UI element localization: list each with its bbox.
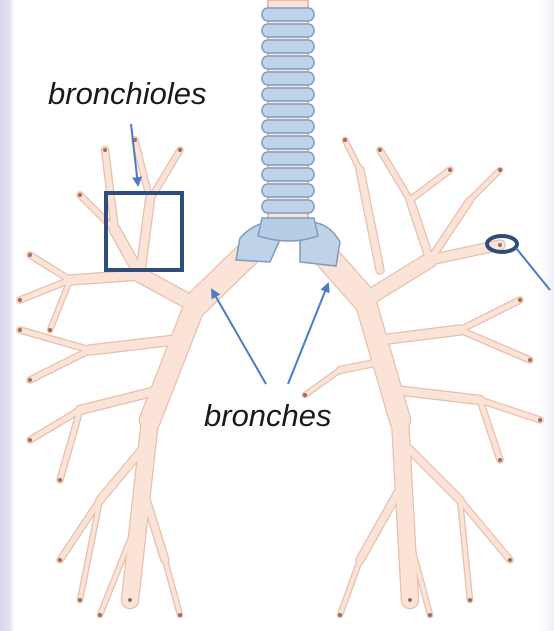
airway-branch bbox=[165, 560, 180, 615]
airway-branch bbox=[460, 330, 530, 360]
cartilage-ring bbox=[262, 136, 314, 149]
airway-branch bbox=[345, 140, 360, 170]
cartilage-ring bbox=[262, 120, 314, 133]
bronchiole-tip bbox=[428, 613, 432, 617]
cartilage-ring bbox=[262, 184, 314, 197]
airway-branch bbox=[410, 200, 430, 260]
carina-cartilage bbox=[258, 218, 318, 241]
airway-branch bbox=[410, 170, 450, 200]
airway-branch bbox=[360, 170, 380, 270]
bronchiole-tip bbox=[498, 168, 502, 172]
bronchiole-tip bbox=[28, 438, 32, 442]
airway-branch bbox=[70, 275, 140, 280]
bronchiole-tip bbox=[408, 598, 412, 602]
bronchiole-tip bbox=[103, 148, 107, 152]
airway-branch bbox=[90, 340, 175, 350]
bronches-arrow-left bbox=[212, 290, 266, 384]
bronches-label: bronches bbox=[204, 398, 332, 434]
bronchiole-tip bbox=[58, 558, 62, 562]
airway-branch bbox=[395, 390, 480, 400]
bronchiole-tip bbox=[498, 458, 502, 462]
bronchiole-tip bbox=[178, 148, 182, 152]
cartilage-ring bbox=[262, 72, 314, 85]
cartilage-ring bbox=[262, 200, 314, 213]
airway-branch bbox=[20, 330, 90, 350]
cartilage-ring bbox=[262, 88, 314, 101]
airway-branch bbox=[140, 275, 195, 305]
bronchiole-tip bbox=[468, 598, 472, 602]
airway-branch bbox=[380, 330, 460, 340]
bronchiole-tip bbox=[78, 193, 82, 197]
airway-branch bbox=[30, 255, 70, 280]
airway-branch bbox=[340, 560, 360, 615]
airway-branch bbox=[30, 350, 90, 380]
cartilage-ring bbox=[262, 8, 314, 21]
bronchiole-tip bbox=[58, 478, 62, 482]
bronchiole-tip bbox=[178, 613, 182, 617]
bronchioles-label: bronchioles bbox=[48, 76, 207, 112]
bronchiole-tip bbox=[538, 418, 542, 422]
cartilage-ring bbox=[262, 168, 314, 181]
bronchiole-tip bbox=[18, 328, 22, 332]
bronchiole-tip bbox=[28, 253, 32, 257]
bronches-arrow-right bbox=[288, 284, 328, 384]
bronchiole-tip bbox=[18, 298, 22, 302]
bronchiole-tip bbox=[78, 598, 82, 602]
bronchiole-tip bbox=[378, 148, 382, 152]
bronchiole-tip bbox=[28, 378, 32, 382]
bronchiole-tip bbox=[343, 138, 347, 142]
cartilage-ring bbox=[262, 56, 314, 69]
bronchiole-tip bbox=[448, 168, 452, 172]
bronchiole-tip bbox=[48, 328, 52, 332]
airway-branch bbox=[460, 300, 520, 330]
airway-branch bbox=[140, 200, 150, 275]
bronchiole-tip bbox=[508, 558, 512, 562]
ring-pointer-line bbox=[516, 248, 550, 290]
cartilage-ring bbox=[262, 24, 314, 37]
cartilage-ring bbox=[262, 104, 314, 117]
airway-branch bbox=[150, 305, 195, 420]
trachea bbox=[236, 0, 340, 266]
bronchiole-tip bbox=[338, 613, 342, 617]
airway-branch bbox=[470, 170, 500, 200]
cartilage-ring bbox=[262, 40, 314, 53]
cartilage-ring bbox=[262, 152, 314, 165]
bronchiole-tip bbox=[128, 598, 132, 602]
airway-branch bbox=[380, 150, 410, 200]
bronchiole-tip bbox=[303, 393, 307, 397]
bronchiole-tip bbox=[518, 298, 522, 302]
airway-branch bbox=[305, 370, 340, 395]
bronchiole-tip bbox=[498, 243, 502, 247]
bronchiole-tip bbox=[528, 358, 532, 362]
bronchiole-tip bbox=[98, 613, 102, 617]
